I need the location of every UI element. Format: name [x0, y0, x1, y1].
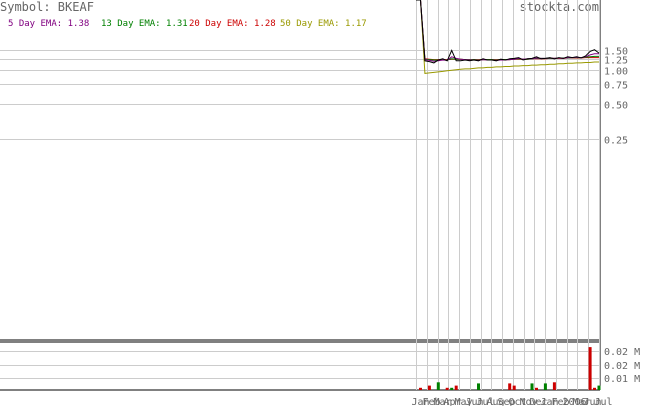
- x-tick-label: Apr: [444, 397, 462, 406]
- volume-tick-label: 0.01 M: [604, 374, 640, 385]
- price-tick-label: 1.00: [604, 67, 628, 78]
- ema5-line: [416, 0, 599, 62]
- x-tick-label: Jul: [595, 397, 613, 406]
- x-tick-label: Feb: [423, 397, 441, 406]
- x-tick-label: Dec: [530, 397, 548, 406]
- volume-bar: [512, 385, 516, 390]
- site-label[interactable]: stockta.com: [519, 0, 599, 14]
- volume-bar: [477, 383, 480, 390]
- volume-bar: [445, 387, 449, 390]
- volume-tick-label: 0.02 M: [604, 347, 640, 358]
- price-tick-label: 0.25: [604, 136, 628, 147]
- ema50-line: [416, 0, 599, 74]
- volume-bar: [597, 385, 601, 390]
- x-tick-label: Feb: [552, 397, 570, 406]
- volume-bar: [552, 382, 556, 390]
- price-line: [416, 0, 600, 64]
- symbol-label: Symbol: BKEAF: [0, 0, 94, 14]
- price-tick-label: 0.75: [604, 81, 628, 92]
- ema5-label: 5 Day EMA: 1.38: [8, 19, 90, 29]
- volume-bar: [436, 382, 440, 390]
- volume-bar: [535, 387, 538, 390]
- volume-bar: [450, 387, 454, 390]
- ema20-label: 20 Day EMA: 1.28: [189, 19, 276, 29]
- x-tick-label: Jan: [412, 397, 430, 406]
- x-tick-label: Jun: [466, 397, 484, 406]
- price-tick-label: 0.50: [604, 101, 628, 112]
- volume-bar: [588, 347, 592, 390]
- volume-bar: [419, 387, 422, 390]
- x-tick-label: Sep: [498, 397, 516, 406]
- volume-tick-label: 0.02 M: [604, 361, 640, 372]
- volume-bar: [427, 385, 431, 390]
- x-tick-label: Mar: [434, 397, 452, 406]
- volume-bar: [543, 383, 547, 390]
- x-tick-label: Nov: [520, 397, 538, 406]
- x-tick-label: 2006: [563, 397, 587, 406]
- price-tick-label: 1.50: [604, 47, 628, 58]
- x-tick-label: May: [455, 397, 473, 406]
- x-tick-label: Jan: [541, 397, 559, 406]
- volume-bar: [454, 385, 458, 390]
- ema50-label: 50 Day EMA: 1.17: [280, 19, 367, 29]
- volume-bar: [593, 387, 596, 390]
- volume-bar: [530, 383, 534, 390]
- x-tick-label: Mar: [573, 397, 591, 406]
- x-tick-label: Jun: [584, 397, 602, 406]
- volume-bar: [508, 383, 512, 390]
- x-tick-label: Oct: [509, 397, 527, 406]
- x-tick-label: Aug: [487, 397, 505, 406]
- x-tick-label: Jul: [477, 397, 495, 406]
- price-tick-label: 1.25: [604, 56, 628, 67]
- ema13-label: 13 Day EMA: 1.31: [101, 19, 188, 29]
